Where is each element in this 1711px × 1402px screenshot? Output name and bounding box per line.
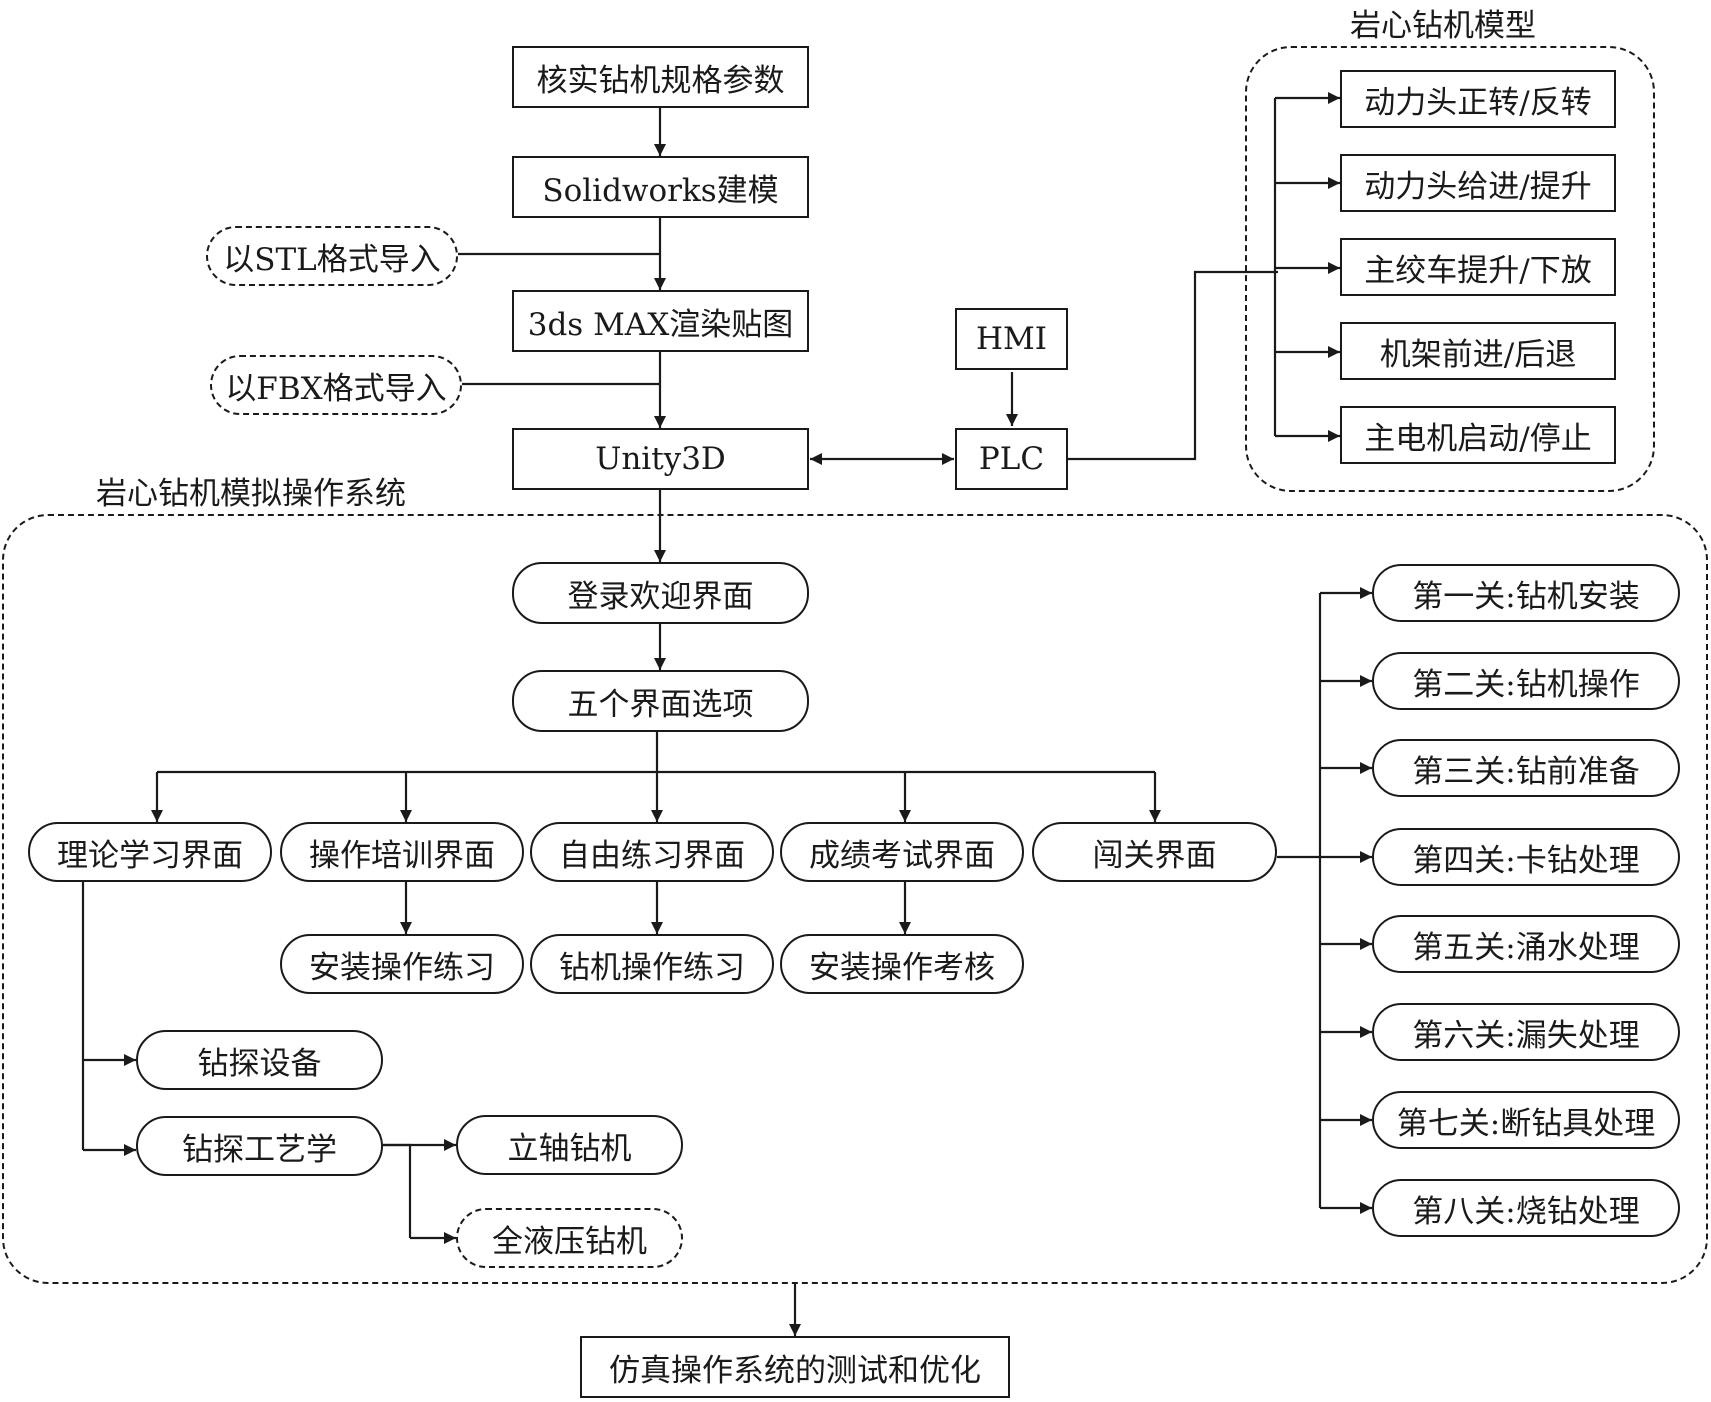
level-box: 第三关:钻前准备	[1372, 739, 1680, 797]
verify-specs-box: 核实钻机规格参数	[512, 46, 809, 108]
sim-system-group	[2, 514, 1708, 1284]
level-box: 第六关:漏失处理	[1372, 1003, 1680, 1061]
solidworks-box: Solidworks建模	[512, 156, 809, 218]
theory-interface-box: 理论学习界面	[28, 822, 272, 882]
hmi-box: HMI	[955, 308, 1068, 370]
vertical-shaft-rig-box: 立轴钻机	[456, 1115, 683, 1175]
rig-function-box: 动力头正转/反转	[1340, 70, 1616, 128]
five-options-box: 五个界面选项	[512, 670, 809, 732]
training-interface-box: 操作培训界面	[280, 822, 524, 882]
sim-system-title: 岩心钻机模拟操作系统	[96, 476, 406, 512]
unity3d-box: Unity3D	[512, 428, 809, 490]
line-plc-to-rig-bus	[1068, 270, 1278, 461]
install-practice-box: 安装操作练习	[280, 934, 524, 994]
levels-interface-box: 闯关界面	[1032, 822, 1277, 882]
drilling-equipment-box: 钻探设备	[136, 1030, 383, 1090]
stl-import-box: 以STL格式导入	[206, 226, 458, 286]
plc-box: PLC	[955, 428, 1068, 490]
hydraulic-rig-box: 全液压钻机	[456, 1208, 683, 1268]
level-box: 第四关:卡钻处理	[1372, 828, 1680, 886]
install-exam-box: 安装操作考核	[780, 934, 1024, 994]
level-box: 第七关:断钻具处理	[1372, 1091, 1680, 1149]
test-and-optimize-box: 仿真操作系统的测试和优化	[580, 1336, 1010, 1398]
rig-operation-practice-box: 钻机操作练习	[530, 934, 774, 994]
rig-function-box: 主电机启动/停止	[1340, 406, 1616, 464]
line-options-bus	[157, 732, 1155, 774]
fbx-import-box: 以FBX格式导入	[210, 355, 462, 415]
login-welcome-box: 登录欢迎界面	[512, 562, 809, 624]
rig-function-box: 主绞车提升/下放	[1340, 238, 1616, 296]
exam-interface-box: 成绩考试界面	[780, 822, 1024, 882]
level-box: 第八关:烧钻处理	[1372, 1179, 1680, 1237]
drilling-process-box: 钻探工艺学	[136, 1116, 383, 1176]
rig-model-title: 岩心钻机模型	[1350, 8, 1536, 44]
level-box: 第五关:涌水处理	[1372, 915, 1680, 973]
3dsmax-box: 3ds MAX渲染贴图	[512, 290, 809, 352]
level-box: 第一关:钻机安装	[1372, 564, 1680, 622]
rig-function-box: 机架前进/后退	[1340, 322, 1616, 380]
line-process-bus	[383, 1143, 412, 1238]
level-box: 第二关:钻机操作	[1372, 652, 1680, 710]
free-practice-interface-box: 自由练习界面	[530, 822, 774, 882]
rig-function-box: 动力头给进/提升	[1340, 154, 1616, 212]
rig-model-group	[1245, 46, 1655, 492]
